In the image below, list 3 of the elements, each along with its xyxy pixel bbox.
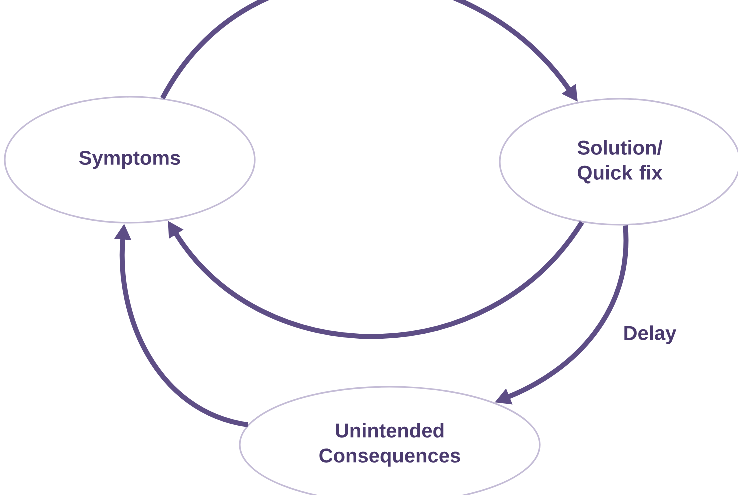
arrow <box>168 221 584 340</box>
edge-label: Delay <box>619 322 681 348</box>
ellipse-node: Symptoms <box>4 96 256 224</box>
